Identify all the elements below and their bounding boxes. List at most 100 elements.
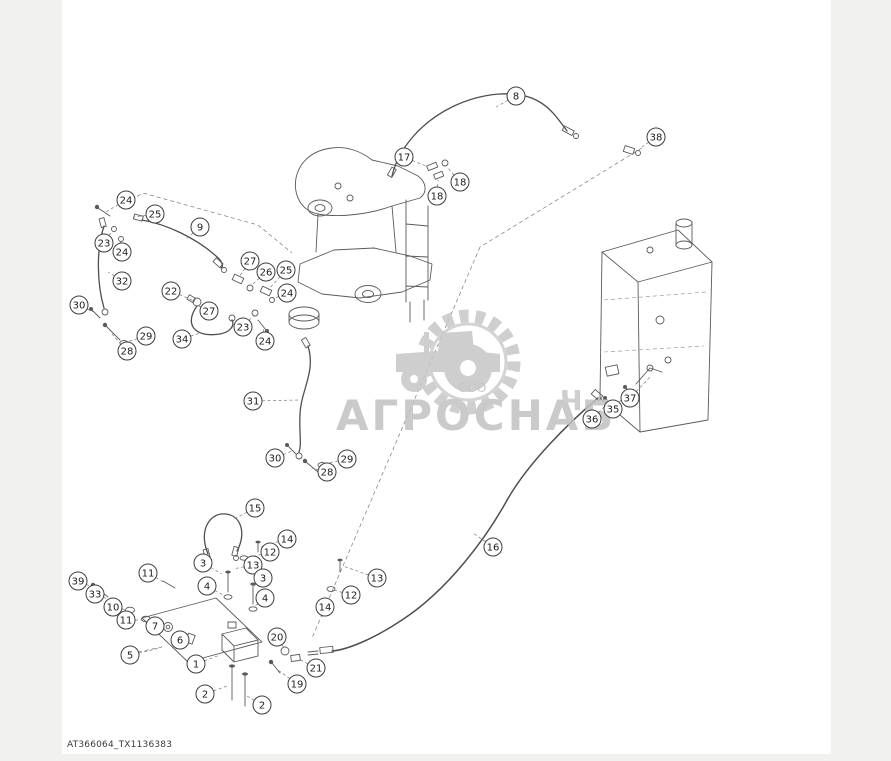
svg-text:29: 29 (341, 454, 354, 465)
fitting-18-a (441, 159, 449, 167)
callout-20-48[interactable]: 20 (267, 627, 287, 647)
fasteners-upper-left (94, 204, 124, 242)
callout-25-6[interactable]: 25 (145, 204, 165, 224)
svg-text:3: 3 (260, 573, 266, 584)
callout-6-49[interactable]: 6 (170, 630, 190, 650)
callout-28-22[interactable]: 28 (117, 341, 137, 361)
callout-39-39[interactable]: 39 (68, 571, 88, 591)
callout-18-3[interactable]: 18 (450, 172, 470, 192)
callout-8[interactable]: 8 (506, 86, 526, 106)
fitting-18-b (433, 170, 445, 180)
callout-28-29[interactable]: 28 (317, 462, 337, 482)
callout-5-50[interactable]: 5 (120, 645, 140, 665)
callout-32-13[interactable]: 32 (112, 271, 132, 291)
svg-text:12: 12 (264, 547, 277, 558)
leader-line-2 (213, 685, 228, 692)
svg-text:13: 13 (371, 573, 384, 584)
callout-25-12[interactable]: 25 (276, 260, 296, 280)
frame-casting (288, 147, 433, 330)
leader-line-26 (250, 277, 260, 287)
callout-11-46[interactable]: 11 (116, 610, 136, 630)
leader-line-29 (126, 338, 138, 343)
callout-3-37[interactable]: 3 (253, 568, 273, 588)
callout-23-18[interactable]: 23 (233, 317, 253, 337)
callout-17-2[interactable]: 17 (394, 147, 414, 167)
callout-21-52[interactable]: 21 (306, 658, 326, 678)
callout-9-7[interactable]: 9 (190, 217, 210, 237)
svg-text:18: 18 (431, 191, 444, 202)
callout-2-55[interactable]: 2 (252, 695, 272, 715)
callout-26-11[interactable]: 26 (256, 262, 276, 282)
callout-31-23[interactable]: 31 (243, 391, 263, 411)
callout-27-16[interactable]: 27 (199, 301, 219, 321)
callout-23-8[interactable]: 23 (94, 233, 114, 253)
leader-line-20 (281, 644, 285, 649)
callout-18-4[interactable]: 18 (427, 186, 447, 206)
callout-24-21[interactable]: 24 (255, 331, 275, 351)
svg-text:4: 4 (204, 581, 210, 592)
callout-7-47[interactable]: 7 (145, 616, 165, 636)
svg-text:12: 12 (345, 590, 358, 601)
callout-13-34[interactable]: 13 (243, 555, 263, 575)
callout-16-31[interactable]: 16 (483, 537, 503, 557)
leader-line-31 (261, 399, 299, 402)
svg-text:24: 24 (120, 195, 133, 206)
callout-24-5[interactable]: 24 (116, 190, 136, 210)
bolt-stacks (162, 540, 261, 612)
svg-text:23: 23 (237, 322, 250, 333)
cable-16 (307, 389, 604, 656)
svg-text:11: 11 (120, 615, 133, 626)
callout-1-51[interactable]: 1 (186, 654, 206, 674)
leader-line-28 (311, 467, 319, 471)
hose-9 (132, 213, 227, 273)
svg-text:31: 31 (247, 396, 260, 407)
leader-line-27 (238, 268, 246, 278)
hose-34 (186, 294, 236, 336)
svg-text:3: 3 (200, 558, 206, 569)
leader-line-17 (412, 160, 427, 167)
callout-12-42[interactable]: 12 (341, 585, 361, 605)
callout-24-15[interactable]: 24 (277, 283, 297, 303)
callout-29-28[interactable]: 29 (337, 449, 357, 469)
svg-text:7: 7 (152, 621, 158, 632)
callout-30-27[interactable]: 30 (265, 448, 285, 468)
leader-line-9 (185, 232, 194, 240)
callout-33-41[interactable]: 33 (85, 584, 105, 604)
fitting-38 (622, 145, 641, 156)
drawing-number: AT366064_TX1136383 (67, 740, 173, 750)
svg-text:13: 13 (247, 560, 260, 571)
callout-4-43[interactable]: 4 (255, 588, 275, 608)
callout-38-1[interactable]: 38 (646, 127, 666, 147)
svg-text:5: 5 (127, 650, 133, 661)
callout-36-26[interactable]: 36 (582, 409, 602, 429)
callout-13-38[interactable]: 13 (367, 568, 387, 588)
callout-11-36[interactable]: 11 (138, 563, 158, 583)
callout-19-53[interactable]: 19 (287, 674, 307, 694)
callout-24-9[interactable]: 24 (112, 242, 132, 262)
callout-3-35[interactable]: 3 (193, 553, 213, 573)
tractor-icon (396, 331, 500, 392)
callout-29-19[interactable]: 29 (136, 326, 156, 346)
callout-22-14[interactable]: 22 (161, 281, 181, 301)
svg-text:14: 14 (281, 534, 294, 545)
leader-line-37 (635, 376, 651, 392)
callout-12-33[interactable]: 12 (260, 542, 280, 562)
leader-line-30 (283, 450, 293, 455)
leader-line-13 (232, 566, 245, 570)
svg-text:38: 38 (650, 132, 663, 143)
callout-34-20[interactable]: 34 (172, 329, 192, 349)
callout-4-40[interactable]: 4 (197, 576, 217, 596)
callout-35-25[interactable]: 35 (603, 399, 623, 419)
callout-14-45[interactable]: 14 (315, 597, 335, 617)
callout-15-30[interactable]: 15 (245, 498, 265, 518)
svg-text:39: 39 (72, 576, 85, 587)
callout-30-17[interactable]: 30 (69, 295, 89, 315)
leader-line-24 (105, 204, 119, 213)
callout-10-44[interactable]: 10 (103, 597, 123, 617)
callout-14-32[interactable]: 14 (277, 529, 297, 549)
callout-27-10[interactable]: 27 (240, 251, 260, 271)
callout-37-24[interactable]: 37 (620, 388, 640, 408)
svg-text:32: 32 (116, 276, 129, 287)
callout-2-54[interactable]: 2 (195, 684, 215, 704)
